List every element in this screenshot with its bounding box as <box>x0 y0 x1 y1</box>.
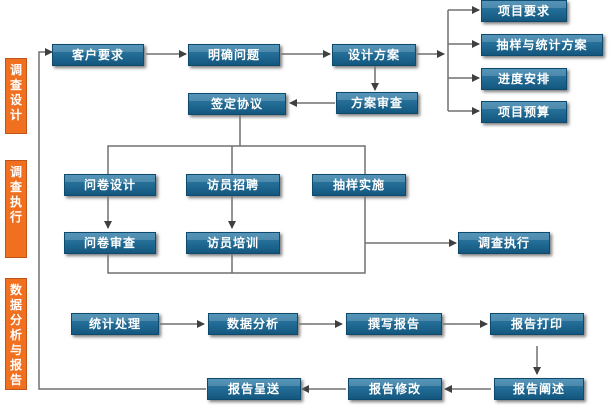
node-report-printing: 报告打印 <box>490 313 584 335</box>
node-questionnaire-review: 问卷审查 <box>64 232 156 254</box>
node-schedule: 进度安排 <box>481 68 567 90</box>
node-report-presentation: 报告阐述 <box>494 378 584 400</box>
node-survey-execution: 调查执行 <box>458 232 550 254</box>
node-sampling-statistics-plan: 抽样与统计方案 <box>481 34 603 56</box>
stage-design: 调查设计 <box>5 58 27 134</box>
node-project-budget: 项目预算 <box>481 101 567 123</box>
lower-bus <box>107 195 366 274</box>
node-design-plan: 设计方案 <box>332 44 416 66</box>
upper-bus <box>107 145 366 174</box>
node-project-requirements: 项目要求 <box>481 0 567 22</box>
node-interviewer-recruitment: 访员招聘 <box>186 174 280 196</box>
node-data-analysis: 数据分析 <box>208 313 298 335</box>
node-questionnaire-design: 问卷设计 <box>64 174 156 196</box>
node-plan-review: 方案审查 <box>336 92 418 114</box>
node-sign-agreement: 签定协议 <box>188 93 286 115</box>
node-statistical-processing: 统计处理 <box>71 313 159 335</box>
loop-back-line <box>38 48 206 390</box>
stage-execution: 调查执行 <box>5 160 27 258</box>
node-report-writing: 撰写报告 <box>346 313 442 335</box>
node-report-delivery: 报告呈送 <box>207 378 301 400</box>
stage-analysis: 数据分析与报告 <box>5 278 27 390</box>
node-clarify-problem: 明确问题 <box>188 44 280 66</box>
node-interviewer-training: 访员培训 <box>186 232 280 254</box>
node-customer-request: 客户要求 <box>52 44 144 66</box>
node-report-revision: 报告修改 <box>348 378 442 400</box>
node-sampling-implementation: 抽样实施 <box>312 174 406 196</box>
